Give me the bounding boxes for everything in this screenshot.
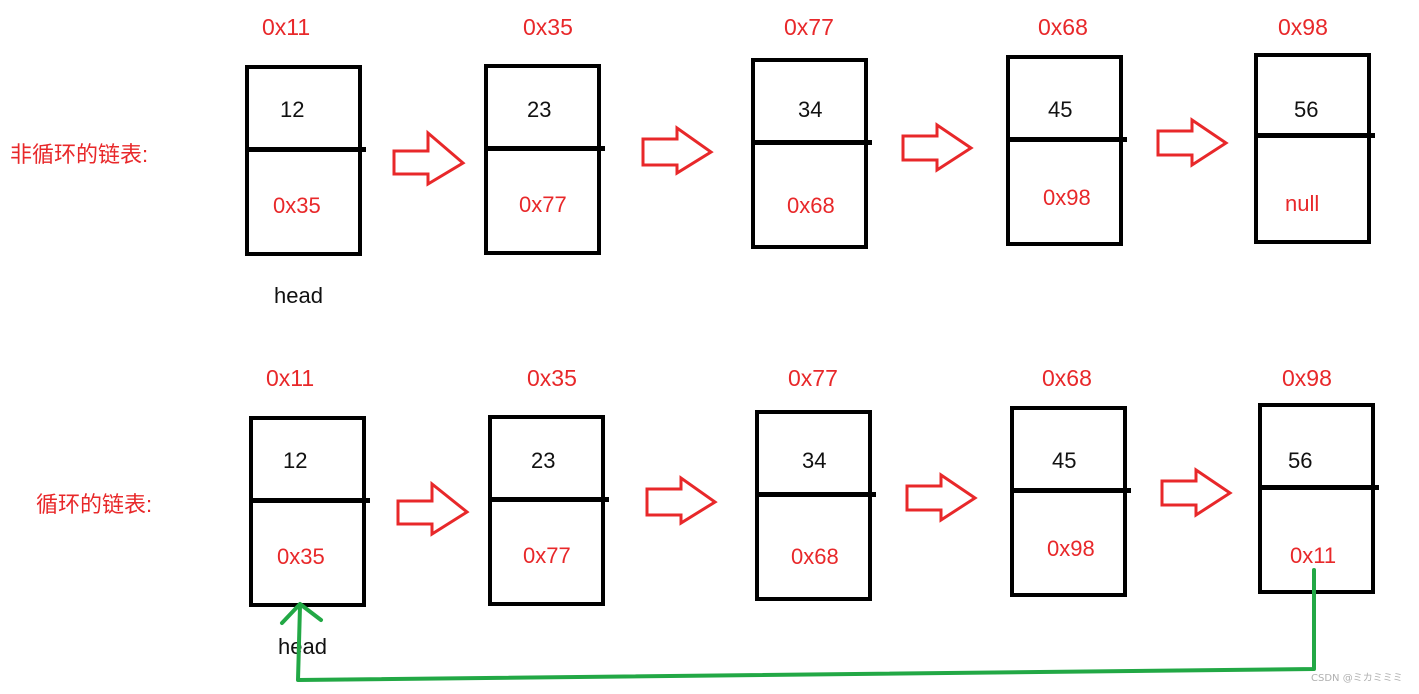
node-next-pointer: 0x77 [519, 192, 567, 217]
node-value: 56 [1288, 448, 1313, 473]
node-address: 0x98 [1282, 365, 1332, 391]
node-next-pointer: null [1285, 191, 1320, 216]
node-value: 45 [1052, 448, 1077, 473]
node-next-pointer: 0x98 [1047, 536, 1095, 561]
node-value: 23 [527, 97, 552, 122]
node-divider [488, 497, 609, 502]
node-value: 56 [1294, 97, 1319, 122]
node-address: 0x35 [523, 14, 573, 40]
node-address: 0x77 [788, 365, 838, 391]
list-node: 12 0x35 [245, 65, 366, 256]
right-arrow-icon [1156, 117, 1229, 168]
right-arrow-icon [392, 129, 466, 187]
node-value: 45 [1048, 97, 1073, 122]
node-value: 12 [283, 448, 308, 473]
node-divider [751, 140, 872, 145]
list-node: 45 0x98 [1010, 406, 1131, 597]
list-node: 45 0x98 [1006, 55, 1127, 246]
non-circular-list-label: 非循环的链表: [10, 142, 149, 167]
node-next-pointer: 0x77 [523, 543, 571, 568]
node-value: 23 [531, 448, 556, 473]
node-divider [755, 492, 876, 497]
node-address: 0x77 [784, 14, 834, 40]
head-label: head [278, 634, 327, 659]
right-arrow-icon [905, 472, 978, 523]
head-label: head [274, 283, 323, 308]
list-node: 56 null [1254, 53, 1375, 244]
cycle-link-arrow [280, 568, 1316, 682]
circular-list-label: 循环的链表: [36, 492, 153, 517]
node-value: 34 [802, 448, 827, 473]
node-value: 12 [280, 97, 305, 122]
right-arrow-icon [901, 122, 974, 173]
node-divider [484, 146, 605, 151]
node-address: 0x35 [527, 365, 577, 391]
right-arrow-icon [1160, 467, 1233, 518]
right-arrow-icon [396, 480, 470, 537]
right-arrow-icon [645, 475, 718, 526]
node-divider [1254, 133, 1375, 138]
node-address: 0x98 [1278, 14, 1328, 40]
list-node: 34 0x68 [755, 410, 876, 601]
node-divider [1010, 488, 1131, 493]
node-address: 0x68 [1042, 365, 1092, 391]
node-divider [1258, 485, 1379, 490]
node-next-pointer: 0x35 [277, 544, 325, 569]
node-next-pointer: 0x68 [787, 193, 835, 218]
node-next-pointer: 0x68 [791, 544, 839, 569]
node-divider [249, 498, 370, 503]
node-divider [245, 147, 366, 152]
list-node: 34 0x68 [751, 58, 872, 249]
list-node: 12 0x35 [249, 416, 370, 607]
node-address: 0x11 [262, 14, 311, 40]
node-value: 34 [798, 97, 823, 122]
node-next-pointer: 0x98 [1043, 185, 1091, 210]
node-address: 0x11 [266, 365, 315, 391]
node-address: 0x68 [1038, 14, 1088, 40]
list-node: 23 0x77 [484, 64, 605, 255]
node-next-pointer: 0x35 [273, 193, 321, 218]
right-arrow-icon [641, 125, 714, 176]
watermark: CSDN @ミカミミミ [1311, 673, 1403, 684]
node-next-pointer: 0x11 [1290, 543, 1337, 568]
node-divider [1006, 137, 1127, 142]
list-node: 56 0x11 [1258, 403, 1379, 594]
list-node: 23 0x77 [488, 415, 609, 606]
